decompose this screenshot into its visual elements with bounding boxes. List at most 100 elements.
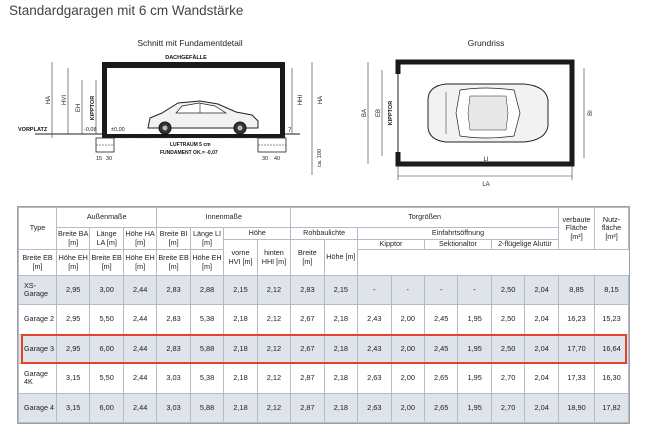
table-cell: 2,95 [55,304,91,335]
table-cell: 16,64 [594,333,629,365]
table-cell: 6,00 [89,392,124,424]
table-cell: 18,90 [558,392,595,424]
table-cell: 2,63 [357,392,392,424]
car-top-icon [427,83,549,143]
ha-label: HA [46,96,52,104]
col-hhi: hinten HHI [m] [256,239,292,276]
row-type: Garage 4 [18,392,57,424]
row-type: Garage 4K [18,363,57,394]
table-cell: 2,12 [256,363,292,394]
table-cell: 2,67 [290,333,325,365]
table-cell: 2,83 [290,274,325,306]
table-cell: 2,12 [256,274,292,306]
table-cell: 17,82 [594,392,629,424]
nutz-header: Nutz-fläche [m²] [594,207,629,250]
table-cell: 2,04 [524,392,559,424]
aussen-header: Außenmaße [55,207,158,228]
table-cell: 16,30 [594,363,629,394]
table-cell: 2,15 [223,274,258,306]
table-cell: 2,88 [189,274,225,306]
table-cell: 1,95 [457,392,492,424]
table-cell: 2,70 [490,392,526,424]
table-cell: 2,95 [55,274,91,306]
table-cell: 5,38 [189,304,225,335]
luftraum-label: LUFTRAUM 5 cm [170,142,211,148]
dim-30b: 30 [262,156,268,162]
table-cell: 2,15 [323,274,359,306]
table-cell: 2,00 [390,333,425,365]
table-cell: 2,70 [490,363,526,394]
bi-label: BI [588,110,594,116]
ca100-label: ca. 100 [317,149,323,167]
table-cell: 5,50 [89,363,124,394]
table-cell: 2,18 [323,363,359,394]
level-zero: ±0,00 [111,127,125,133]
table-cell: 2,00 [390,363,425,394]
table-cell: 2,87 [290,363,325,394]
table-cell: 16,23 [558,304,595,335]
table-cell: 2,50 [490,333,526,365]
table-cell: 2,83 [156,333,191,365]
table-cell: 2,18 [323,304,359,335]
innen-header: Innenmaße [156,207,292,228]
table-cell: 2,95 [55,333,91,365]
table-cell: 2,44 [122,333,158,365]
table-cell: 5,50 [89,304,124,335]
dim-30: 30 [106,156,112,162]
table-cell: 5,88 [189,392,225,424]
section-front-wall [102,62,107,138]
hoehe-header: Höhe [223,227,292,240]
technical-drawings: Schnitt mit Fundamentdetail DACHGEFÄLLE [0,0,650,200]
table-cell: 2,87 [290,392,325,424]
page-title: Standardgaragen mit 6 cm Wandstärke [9,3,244,18]
row-type: XS-Garage [18,274,57,306]
la-label: LA [482,182,489,188]
table-cell: 5,38 [189,363,225,394]
hhi-label: HHI [298,95,304,106]
ha-right-label: HA [318,96,324,104]
table-cell: 2,43 [357,304,392,335]
table-cell: 2,50 [490,274,526,306]
col-hvi: vorne HVI [m] [223,239,258,276]
col-s-eh: Höhe EH [m] [122,249,158,276]
section-rear-wall [280,62,285,138]
vorplatz-label: VORPLATZ [18,127,48,133]
table-cell: 3,00 [89,274,124,306]
eh-label: EH [76,104,82,112]
table-cell: 5,88 [189,333,225,365]
drawing-svg: Schnitt mit Fundamentdetail DACHGEFÄLLE [18,38,594,188]
table-cell: 2,65 [423,363,459,394]
table-cell: 3,15 [55,392,91,424]
table-cell: 3,03 [156,363,191,394]
col-k-eh: Höhe EH [m] [55,249,91,276]
table-cell: 2,04 [524,274,559,306]
table-cell: 1,95 [457,304,492,335]
table-cell: 2,00 [390,392,425,424]
col-k-eb: Breite EB [m] [18,249,57,276]
plan-kipptor-label: KIPPTOR [388,101,394,125]
col-la: Länge LA [m] [89,227,124,250]
table-cell: 2,12 [256,392,292,424]
table-cell: 2,44 [122,304,158,335]
col-s-eb: Breite EB [m] [89,249,124,276]
table-cell: 2,00 [390,304,425,335]
li-label: LI [483,157,488,163]
col-ha: Höhe HA [m] [122,227,158,250]
alutuer-header: 2-flügelige Alutür [490,239,560,250]
dim-15: 15 [96,156,102,162]
col-bi: Breite BI [m] [156,227,191,250]
plan-title: Grundriss [468,38,505,48]
table-cell: 2,50 [490,304,526,335]
kipptor-header: Kipptor [357,239,425,250]
row-type: Garage 2 [18,304,57,335]
table-cell: 2,18 [323,392,359,424]
sektional-header: Sektionaltor [423,239,492,250]
dim-40: 40 [274,156,280,162]
table-cell: 2,44 [122,363,158,394]
col-rh: Höhe [m] [323,239,359,276]
table-cell: 2,18 [223,304,258,335]
